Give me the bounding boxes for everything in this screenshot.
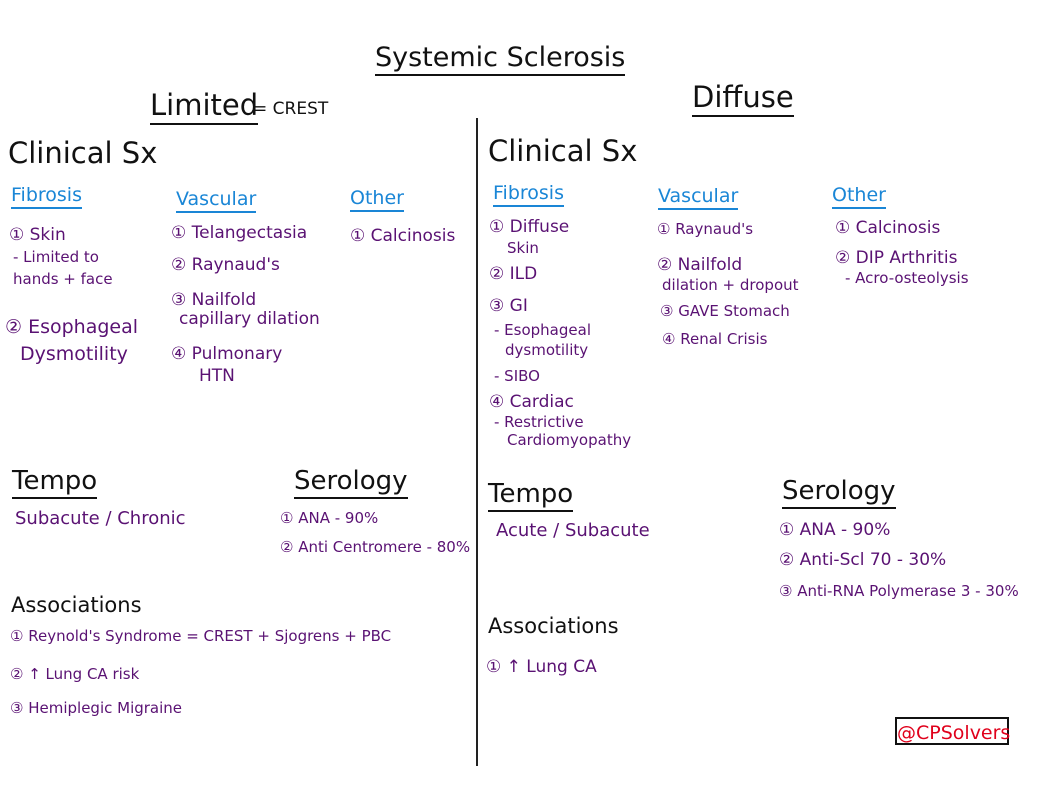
diffuse-vascular-item: ② Nailfold bbox=[657, 255, 743, 275]
diffuse-fibrosis-item: Skin bbox=[507, 239, 539, 257]
limited-tempo-heading: Tempo bbox=[12, 466, 98, 499]
diffuse-other-item: ② DIP Arthritis bbox=[835, 248, 958, 268]
limited-vascular-item: ③ Nailfold bbox=[171, 290, 257, 310]
limited-fibrosis-heading: Fibrosis bbox=[11, 184, 82, 209]
diffuse-vascular-item: ① Raynaud's bbox=[657, 220, 754, 238]
limited-eq-crest: = CREST bbox=[253, 99, 329, 119]
limited-clinical-heading: Clinical Sx bbox=[8, 136, 158, 170]
diffuse-vascular-heading: Vascular bbox=[658, 185, 739, 210]
limited-other-item: ① Calcinosis bbox=[350, 226, 456, 246]
limited-other-heading: Other bbox=[350, 187, 404, 212]
cpsolvers-logo: @CPSolvers bbox=[895, 717, 1010, 745]
limited-vascular-item: capillary dilation bbox=[179, 309, 320, 329]
limited-vascular-item: HTN bbox=[199, 366, 235, 386]
diffuse-serology-item: ② Anti-Scl 70 - 30% bbox=[779, 550, 947, 570]
limited-fibrosis-item: Dysmotility bbox=[20, 343, 128, 365]
diffuse-other-heading: Other bbox=[832, 184, 886, 209]
diffuse-fibrosis-item: ① Diffuse bbox=[489, 217, 570, 237]
diffuse-fibrosis-item: dysmotility bbox=[505, 341, 589, 359]
limited-vascular-item: ① Telangectasia bbox=[171, 223, 308, 243]
limited-vascular-item: ② Raynaud's bbox=[171, 255, 280, 275]
diffuse-fibrosis-item: - SIBO bbox=[494, 367, 540, 385]
diffuse-tempo-value: Acute / Subacute bbox=[496, 520, 650, 541]
limited-vascular-heading: Vascular bbox=[176, 188, 257, 213]
diffuse-fibrosis-item: - Restrictive bbox=[494, 413, 584, 431]
diffuse-clinical-heading: Clinical Sx bbox=[488, 134, 638, 168]
limited-fibrosis-item: hands + face bbox=[13, 270, 113, 288]
diffuse-tempo-heading: Tempo bbox=[488, 479, 574, 512]
diffuse-serology-item: ③ Anti-RNA Polymerase 3 - 30% bbox=[779, 582, 1019, 600]
limited-fibrosis-item: - Limited to bbox=[13, 248, 99, 266]
diffuse-fibrosis-item: ② ILD bbox=[489, 264, 538, 284]
diffuse-associations-item: ① ↑ Lung CA bbox=[486, 657, 597, 677]
diffuse-fibrosis-item: ④ Cardiac bbox=[489, 392, 574, 412]
diffuse-other-item: ① Calcinosis bbox=[835, 218, 941, 238]
limited-fibrosis-item: ② Esophageal bbox=[5, 316, 139, 338]
limited-serology-heading: Serology bbox=[294, 466, 408, 499]
diffuse-vascular-item: ④ Renal Crisis bbox=[662, 330, 768, 348]
diffuse-vascular-item: dilation + dropout bbox=[662, 276, 799, 294]
diffuse-fibrosis-item: Cardiomyopathy bbox=[507, 431, 632, 449]
diffuse-serology-heading: Serology bbox=[782, 476, 896, 509]
column-divider bbox=[476, 118, 478, 766]
diffuse-vascular-item: ③ GAVE Stomach bbox=[660, 302, 790, 320]
diffuse-fibrosis-item: - Esophageal bbox=[494, 321, 591, 339]
diffuse-fibrosis-item: ③ GI bbox=[489, 296, 528, 316]
limited-serology-item: ② Anti Centromere - 80% bbox=[280, 538, 471, 556]
limited-vascular-item: ④ Pulmonary bbox=[171, 344, 283, 364]
limited-fibrosis-item: ① Skin bbox=[9, 225, 66, 245]
limited-tempo-value: Subacute / Chronic bbox=[15, 508, 186, 529]
page-title: Systemic Sclerosis bbox=[375, 42, 626, 76]
diffuse-serology-item: ① ANA - 90% bbox=[779, 520, 891, 540]
diffuse-associations-heading: Associations bbox=[488, 614, 619, 638]
limited-associations-item: ③ Hemiplegic Migraine bbox=[10, 699, 183, 717]
limited-associations-item: ① Reynold's Syndrome = CREST + Sjogrens … bbox=[10, 627, 392, 645]
limited-serology-item: ① ANA - 90% bbox=[280, 509, 379, 527]
diffuse-fibrosis-heading: Fibrosis bbox=[493, 182, 564, 207]
limited-associations-heading: Associations bbox=[11, 593, 142, 617]
limited-associations-item: ② ↑ Lung CA risk bbox=[10, 665, 140, 683]
diffuse-heading: Diffuse bbox=[692, 80, 794, 117]
limited-heading: Limited bbox=[150, 88, 259, 125]
diffuse-other-item: - Acro-osteolysis bbox=[845, 269, 969, 287]
